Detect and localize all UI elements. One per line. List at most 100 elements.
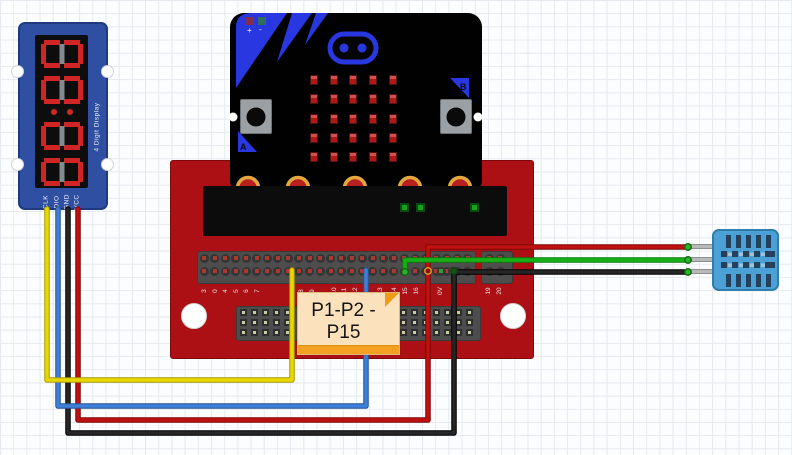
notch-icon xyxy=(11,65,24,78)
header-pin-core xyxy=(370,269,375,273)
note-fold-icon xyxy=(385,293,399,307)
header-pin xyxy=(410,266,420,276)
header-pin xyxy=(326,266,336,276)
wire-junction[interactable] xyxy=(424,267,432,275)
led xyxy=(349,133,357,143)
header-pin-core xyxy=(223,256,228,260)
header-pin xyxy=(262,266,272,276)
header-pin-core xyxy=(391,269,396,273)
header-pin xyxy=(231,253,241,263)
header-pin xyxy=(368,266,378,276)
header-pin xyxy=(241,253,251,263)
aux-pin xyxy=(250,308,258,316)
header-pin-core xyxy=(254,269,259,273)
aux-pin-core xyxy=(445,330,449,334)
header-pin-core xyxy=(265,269,270,273)
aux-pin xyxy=(272,308,280,316)
note-title-bar[interactable] xyxy=(298,345,399,354)
header-pin xyxy=(368,253,378,263)
led xyxy=(310,133,318,143)
wire-vcc-red[interactable] xyxy=(76,207,690,422)
aux-pin xyxy=(399,328,407,336)
header-pin-core xyxy=(370,256,375,260)
led xyxy=(369,133,377,143)
header-pin xyxy=(294,253,304,263)
wire-gnd-black[interactable] xyxy=(66,207,690,435)
header-pin-core xyxy=(275,269,280,273)
header-pin-core xyxy=(307,256,312,260)
aux-pin xyxy=(399,318,407,326)
led xyxy=(349,152,357,162)
led xyxy=(389,114,397,124)
aux-pin-core xyxy=(263,310,267,314)
wire-data-green[interactable] xyxy=(403,258,690,274)
aux-pin xyxy=(443,328,451,336)
header-pin xyxy=(305,253,314,263)
wire-junction[interactable] xyxy=(684,243,692,251)
aux-pin xyxy=(454,318,462,326)
aux-pin xyxy=(410,308,418,316)
colon-dot xyxy=(50,108,57,115)
aux-pin-core xyxy=(241,320,245,324)
digit-2 xyxy=(40,75,83,104)
header-pin-core xyxy=(349,269,354,273)
note[interactable]: P1-P2 - P15 ∴ xyxy=(297,292,400,355)
header-pin xyxy=(283,253,293,263)
header-pin xyxy=(357,266,367,276)
slot-pad-icon xyxy=(400,203,409,212)
header-pin xyxy=(252,266,262,276)
aux-pin-core xyxy=(401,310,405,314)
header-pin-core xyxy=(360,256,365,260)
led xyxy=(330,133,338,143)
note-text: P1-P2 - P15 xyxy=(311,300,376,343)
header-pin-core xyxy=(307,269,312,273)
wire-clk-yellow[interactable] xyxy=(44,206,295,383)
header-pin-core xyxy=(413,269,417,273)
wire-junction[interactable] xyxy=(684,256,692,264)
aux-pin-core xyxy=(412,320,416,324)
wire-junction[interactable] xyxy=(401,268,409,276)
header-pin xyxy=(220,253,230,263)
led xyxy=(369,152,377,162)
aux-pin-core xyxy=(467,320,471,324)
aux-pin-core xyxy=(412,330,416,334)
aux-pin-core xyxy=(456,320,460,324)
header-pin-core xyxy=(202,269,206,273)
header-pin xyxy=(199,253,209,263)
aux-pin xyxy=(410,318,418,326)
note-resize-grip-icon[interactable]: ∴ xyxy=(392,347,397,353)
slot-pad-icon xyxy=(416,203,425,212)
header-pin-core xyxy=(286,256,291,260)
header-pin-core xyxy=(244,256,249,260)
header-pin-core xyxy=(381,269,386,273)
dht11-sensor[interactable] xyxy=(712,229,779,291)
button-a[interactable] xyxy=(240,99,272,134)
header-pin-core xyxy=(233,256,238,260)
button-b[interactable] xyxy=(440,99,472,134)
header-pin xyxy=(210,253,220,263)
header-pin-core xyxy=(360,269,365,273)
header-pin-core xyxy=(439,269,443,273)
header-pin xyxy=(315,266,325,276)
led xyxy=(330,152,338,162)
wire-clk-yellow[interactable] xyxy=(45,207,294,382)
header-pin-core xyxy=(244,269,249,273)
aux-pin-core xyxy=(274,310,278,314)
header-pin xyxy=(442,266,452,276)
aux-pin xyxy=(272,318,280,326)
aux-pin xyxy=(239,328,247,336)
wire-junction[interactable] xyxy=(450,267,458,275)
led xyxy=(389,75,397,85)
header-pin xyxy=(220,266,230,276)
header-pin xyxy=(336,266,346,276)
wire-junction[interactable] xyxy=(684,268,692,276)
header-pin-core xyxy=(328,256,333,260)
header-pin xyxy=(252,253,262,263)
led xyxy=(349,75,357,85)
header-pin xyxy=(294,266,304,276)
aux-pin-core xyxy=(252,310,256,314)
led xyxy=(330,75,338,85)
digit-4 xyxy=(40,157,83,186)
aux-pin-core xyxy=(434,310,438,314)
